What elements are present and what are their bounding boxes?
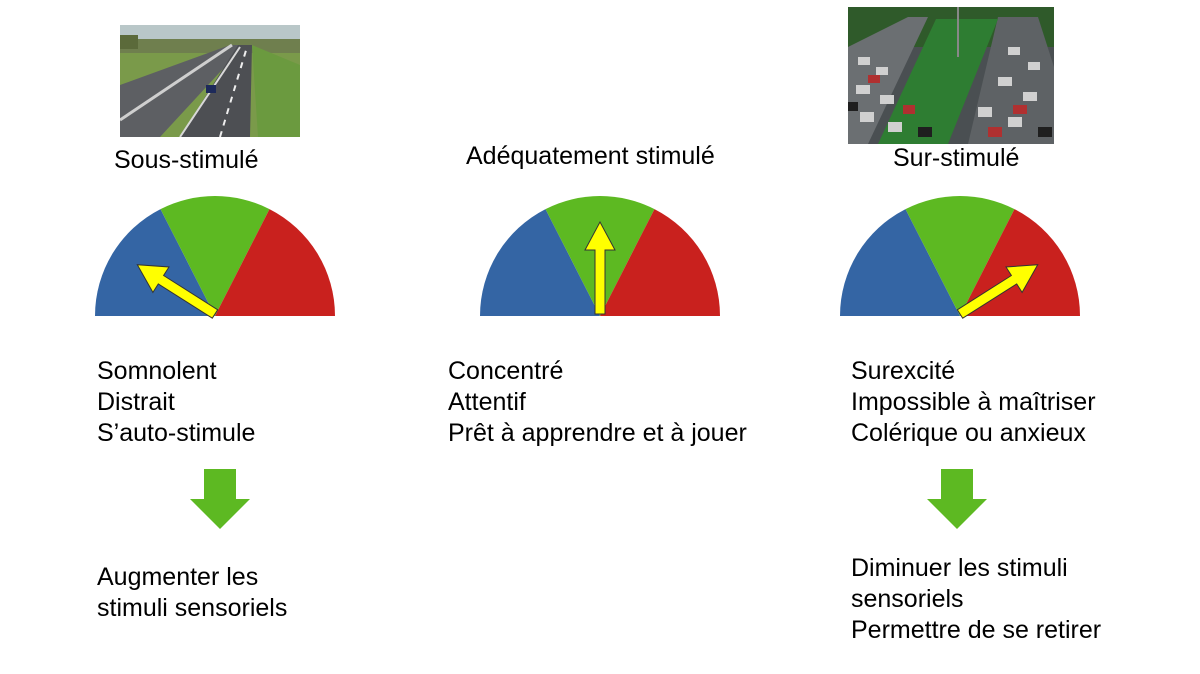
highway-photo bbox=[120, 25, 300, 137]
action-label: Permettre de se retirer bbox=[851, 616, 1102, 644]
gauge-optimal bbox=[480, 196, 720, 316]
gauge-sector-low bbox=[840, 209, 960, 316]
column-3-action: Diminuer les stimuli sensoriels Permettr… bbox=[851, 553, 1101, 646]
down-arrow-icon bbox=[190, 469, 250, 529]
action-label: Diminuer les stimuli bbox=[851, 554, 1068, 582]
gauge-sector-optimal bbox=[905, 196, 1015, 316]
column-1-states: Somnolent Distrait S’auto-stimule bbox=[97, 356, 255, 449]
column-3-states: Surexcité Impossible à maîtriser Colériq… bbox=[851, 356, 1096, 449]
gauge-needle-arrow bbox=[136, 264, 219, 319]
column-1-caption: Sous-stimulé bbox=[114, 146, 259, 174]
state-label: Distrait bbox=[97, 388, 175, 416]
gauge-over-stimulated bbox=[840, 196, 1080, 319]
column-2-states: Concentré Attentif Prêt à apprendre et à… bbox=[448, 356, 747, 449]
state-label: Attentif bbox=[448, 388, 526, 416]
column-1-action: Augmenter les stimuli sensoriels bbox=[97, 562, 287, 624]
gauge-sector-high bbox=[600, 209, 720, 316]
state-label: Surexcité bbox=[851, 357, 956, 385]
gauge-sector-optimal bbox=[160, 196, 270, 316]
down-arrow-icon bbox=[927, 469, 987, 529]
state-label: Prêt à apprendre et à jouer bbox=[448, 419, 747, 447]
state-label: S’auto-stimule bbox=[97, 419, 256, 447]
gauge-sector-low bbox=[480, 209, 600, 316]
traffic-jam-icon bbox=[848, 7, 1054, 144]
action-label: stimuli sensoriels bbox=[97, 594, 288, 622]
gauge-needle-arrow bbox=[956, 264, 1039, 319]
state-label: Colérique ou anxieux bbox=[851, 419, 1086, 447]
column-3-caption: Sur-stimulé bbox=[893, 144, 1020, 172]
gauge-under-stimulated bbox=[95, 196, 335, 319]
state-label: Somnolent bbox=[97, 357, 217, 385]
highway-icon bbox=[120, 25, 300, 137]
action-label: sensoriels bbox=[851, 585, 964, 613]
traffic-jam-photo bbox=[848, 7, 1054, 144]
column-2-caption: Adéquatement stimulé bbox=[466, 142, 715, 170]
state-label: Impossible à maîtriser bbox=[851, 388, 1096, 416]
gauge-needle-arrow bbox=[584, 220, 616, 315]
state-label: Concentré bbox=[448, 357, 564, 385]
gauge-sector-high bbox=[215, 209, 335, 316]
action-label: Augmenter les bbox=[97, 563, 259, 591]
